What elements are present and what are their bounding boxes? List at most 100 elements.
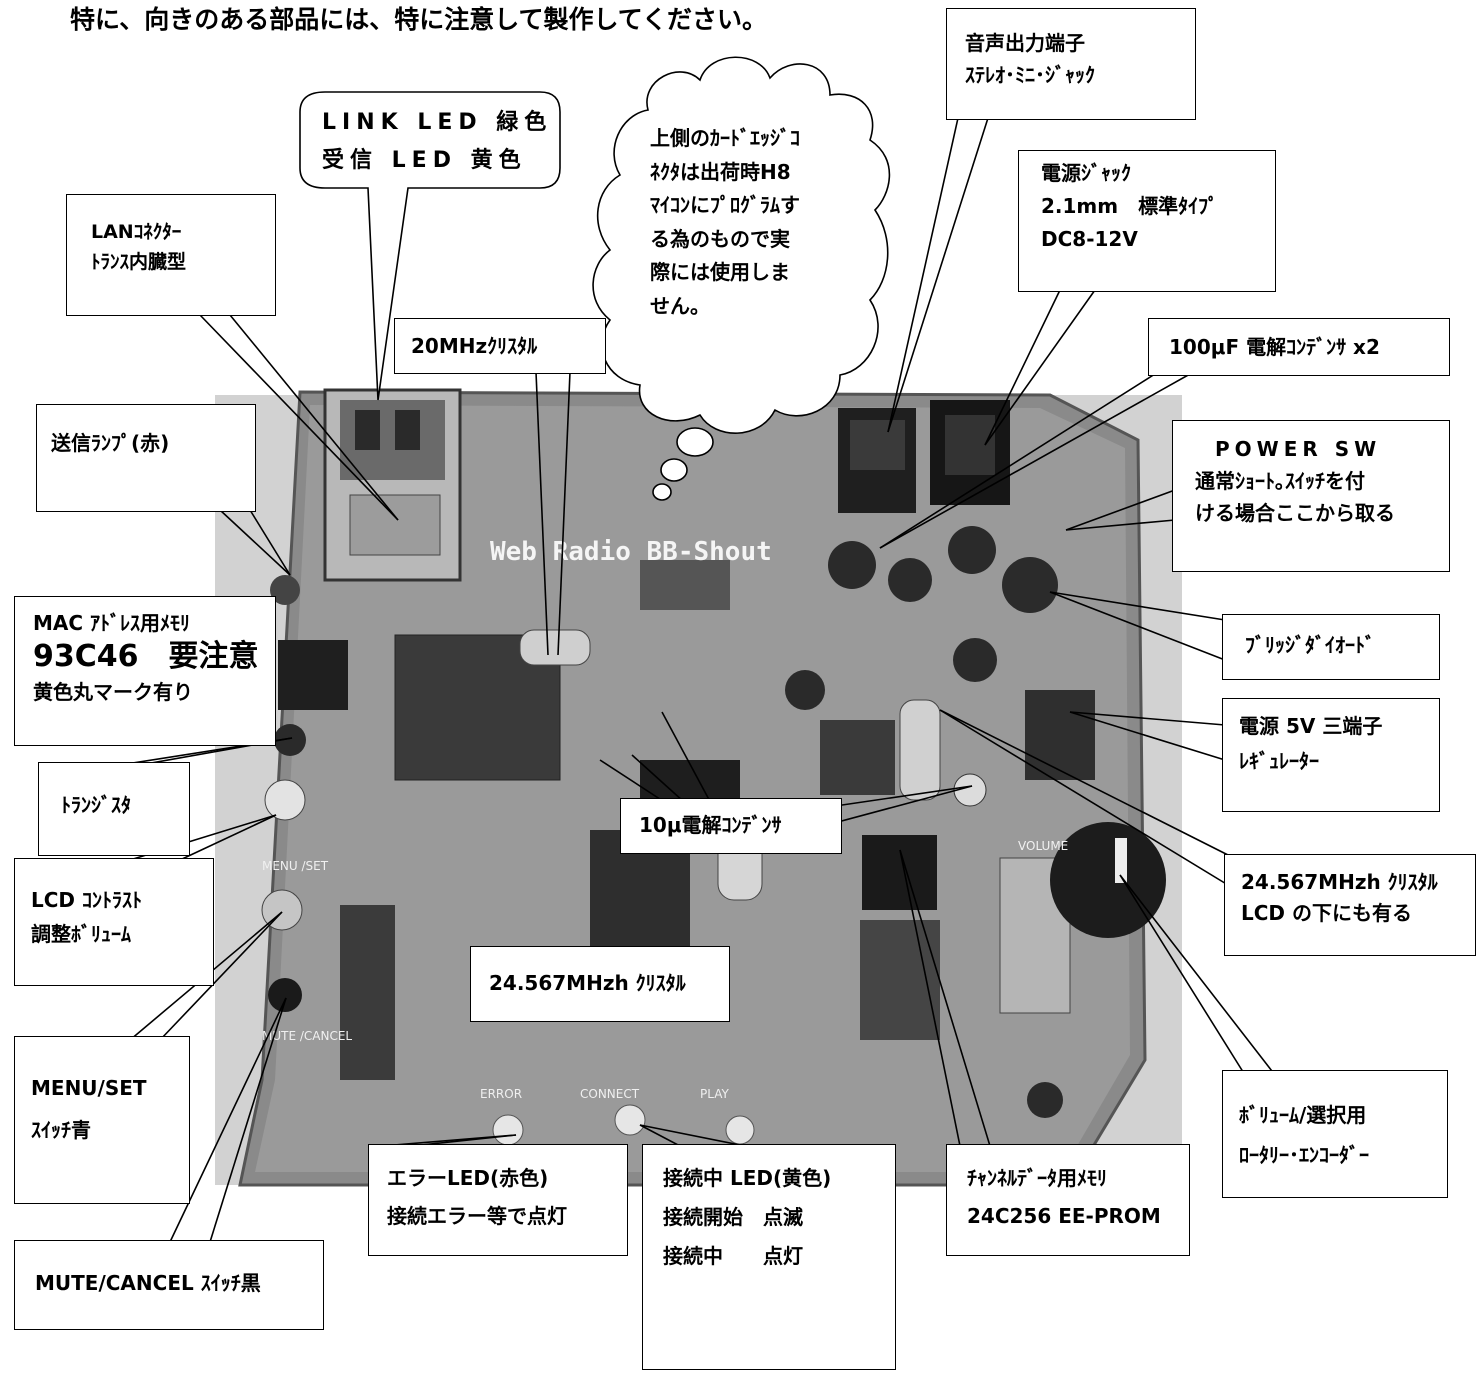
menu-set-callout: MENU/SET ｽｲｯﾁ青 <box>14 1036 190 1204</box>
rotary-encoder <box>999 822 1166 1014</box>
tx-lamp-line1: 送信ﾗﾝﾌﾟ(赤) <box>51 431 170 455</box>
dc-jack-line2: 2.1mm 標準ﾀｲﾌﾟ <box>1041 194 1219 218</box>
mac-line2: 93C46 要注意 <box>33 639 259 674</box>
silk-connect: CONNECT <box>580 1087 640 1101</box>
lan-line2: ﾄﾗﾝｽ内臓型 <box>91 251 187 274</box>
audio-out-line1: 音声出力端子 <box>965 31 1085 55</box>
tx-lamp <box>270 575 300 605</box>
eeprom-callout: ﾁｬﾝﾈﾙﾃﾞｰﾀ用ﾒﾓﾘ 24C256 EE-PROM <box>946 1144 1190 1256</box>
power-sw-line3: ける場合ここから取る <box>1195 501 1395 525</box>
volume-callout: ﾎﾞﾘｭｰﾑ/選択用 ﾛｰﾀﾘｰ･ｴﾝｺｰﾀﾞｰ <box>1222 1070 1448 1198</box>
silk-mute-cancel: MUTE /CANCEL <box>262 1029 352 1043</box>
regulator <box>1025 690 1095 780</box>
capacitor <box>828 541 876 589</box>
mute-cancel-switch <box>268 978 302 1012</box>
silk-error: ERROR <box>480 1087 522 1101</box>
lcd-connector <box>340 905 395 1080</box>
dsp-chip <box>820 720 895 795</box>
power-sw-callout: POWER SW 通常ｼｮｰﾄ｡ｽｲｯﾁを付 ける場合ここから取る <box>1172 420 1450 572</box>
power-sw-line2: 通常ｼｮｰﾄ｡ｽｲｯﾁを付 <box>1195 469 1365 493</box>
mac-line3: 黄色丸マーク有り <box>33 679 193 704</box>
capacitor-10u <box>953 773 987 807</box>
card-edge-line6: せん。 <box>650 293 710 318</box>
card-edge-line3: ﾏｲｺﾝにﾌﾟﾛｸﾞﾗﾑす <box>650 193 800 218</box>
link-led-line1: LINK LED 緑色 <box>322 110 553 135</box>
silk-volume: VOLUME <box>1018 839 1068 853</box>
transistor-callout: ﾄﾗﾝｼﾞｽﾀ <box>38 762 190 856</box>
board-title: Web Radio BB-Shout <box>490 537 772 567</box>
mute-line1: MUTE/CANCEL ｽｲｯﾁ黒 <box>35 1271 261 1295</box>
dc-jack <box>930 400 1010 505</box>
cloud-bubble-shape <box>592 56 891 434</box>
audio-ic <box>640 560 730 610</box>
silk-menu-set: MENU /SET <box>262 859 329 873</box>
lcd-contrast-line1: LCD ｺﾝﾄﾗｽﾄ <box>31 888 142 912</box>
cap10-line1: 10μ電解ｺﾝﾃﾞﾝｻ <box>639 813 782 837</box>
eeprom-line1: ﾁｬﾝﾈﾙﾃﾞｰﾀ用ﾒﾓﾘ <box>967 1166 1107 1190</box>
capacitor <box>888 558 932 602</box>
silk-play: PLAY <box>700 1087 729 1101</box>
mac-line1: MAC ｱﾄﾞﾚｽ用ﾒﾓﾘ <box>33 611 191 635</box>
cap100-line1: 100μF 電解ｺﾝﾃﾞﾝｻ x2 <box>1169 335 1380 359</box>
crystal-20mhz <box>519 629 591 666</box>
transistor-line1: ﾄﾗﾝｼﾞｽﾀ <box>61 793 131 817</box>
mac-callout: MAC ｱﾄﾞﾚｽ用ﾒﾓﾘ 93C46 要注意 黄色丸マーク有り <box>14 596 276 746</box>
bridge-line1: ﾌﾞﾘｯｼﾞﾀﾞｲｵｰﾄﾞ <box>1245 633 1375 657</box>
card-edge-line5: 際には使用しま <box>650 260 790 285</box>
lan-jack <box>323 388 462 582</box>
audio-out-line2: ｽﾃﾚｵ･ﾐﾆ･ｼﾞｬｯｸ <box>965 63 1095 87</box>
crystal20-callout: 20MHzｸﾘｽﾀﾙ <box>394 318 606 374</box>
connect-led-line3: 接続中 点灯 <box>663 1244 803 1268</box>
card-edge-line4: る為のもので実 <box>650 226 790 251</box>
volume-line1: ﾎﾞﾘｭｰﾑ/選択用 <box>1239 1103 1367 1127</box>
link-led-bubble-shape <box>299 91 561 401</box>
eeprom-chip <box>862 835 937 910</box>
lan-callout: LANｺﾈｸﾀｰ ﾄﾗﾝｽ内臓型 <box>66 194 276 316</box>
crystal24-line1: 24.567MHzh ｸﾘｽﾀﾙ <box>489 971 686 995</box>
transistor <box>274 724 306 756</box>
volume-line2: ﾛｰﾀﾘｰ･ｴﾝｺｰﾀﾞｰ <box>1239 1143 1369 1167</box>
cap100-callout: 100μF 電解ｺﾝﾃﾞﾝｻ x2 <box>1148 318 1450 376</box>
bridge-callout: ﾌﾞﾘｯｼﾞﾀﾞｲｵｰﾄﾞ <box>1222 614 1440 680</box>
instruction-heading: 特に、向きのある部品には、特に注意して製作してください。 <box>70 5 768 34</box>
capacitor <box>953 638 997 682</box>
lcd-contrast-callout: LCD ｺﾝﾄﾗｽﾄ 調整ﾎﾞﾘｭｰﾑ <box>14 858 214 986</box>
error-led-line2: 接続エラー等で点灯 <box>387 1204 567 1228</box>
regulator-line2: ﾚｷﾞｭﾚｰﾀｰ <box>1239 749 1319 773</box>
error-led-callout: エラーLED(赤色) 接続エラー等で点灯 <box>368 1144 628 1256</box>
error-led-line1: エラーLED(赤色) <box>387 1166 549 1190</box>
mac-eeprom <box>278 640 348 710</box>
crystal20-line1: 20MHzｸﾘｽﾀﾙ <box>411 334 538 358</box>
connect-led-line1: 接続中 LED(黄色) <box>663 1166 832 1190</box>
card-edge-line2: ﾈｸﾀは出荷時H8 <box>650 159 791 184</box>
dc-jack-line1: 電源ｼﾞｬｯｸ <box>1041 161 1131 185</box>
lcd-contrast-line2: 調整ﾎﾞﾘｭｰﾑ <box>31 922 131 946</box>
crystal-lcd-line2: LCD の下にも有る <box>1241 901 1412 925</box>
regulator-callout: 電源 5V 三端子 ﾚｷﾞｭﾚｰﾀｰ <box>1222 698 1440 812</box>
reset-switch <box>1027 1082 1063 1118</box>
contrast-pot <box>264 779 306 821</box>
audio-jack <box>838 408 916 513</box>
dc-jack-callout: 電源ｼﾞｬｯｸ 2.1mm 標準ﾀｲﾌﾟ DC8-12V <box>1018 150 1276 292</box>
link-led-callout: LINK LED 緑色 受信 LED 黄色 <box>322 104 552 180</box>
capacitor <box>948 526 996 574</box>
regulator-line1: 電源 5V 三端子 <box>1239 714 1383 738</box>
connect-led-line2: 接続開始 点滅 <box>663 1205 803 1229</box>
tx-lamp-callout: 送信ﾗﾝﾌﾟ(赤) <box>36 404 256 512</box>
eeprom-line2: 24C256 EE-PROM <box>967 1204 1161 1228</box>
capacitor <box>785 670 825 710</box>
bridge-diode <box>1002 557 1058 613</box>
link-led-line2: 受信 LED 黄色 <box>322 147 527 173</box>
menu-set-line1: MENU/SET <box>31 1076 147 1100</box>
cap10-callout: 10μ電解ｺﾝﾃﾞﾝｻ <box>620 798 842 854</box>
mute-callout: MUTE/CANCEL ｽｲｯﾁ黒 <box>14 1240 324 1330</box>
audio-out-callout: 音声出力端子 ｽﾃﾚｵ･ﾐﾆ･ｼﾞｬｯｸ <box>946 8 1196 120</box>
connect-led <box>614 1104 646 1136</box>
card-edge-line1: 上側のｶｰﾄﾞｴｯｼﾞｺ <box>650 126 800 150</box>
crystal24-callout: 24.567MHzh ｸﾘｽﾀﾙ <box>470 946 730 1022</box>
menu-set-line2: ｽｲｯﾁ青 <box>31 1118 91 1142</box>
lan-line1: LANｺﾈｸﾀｰ <box>91 221 182 243</box>
connect-led-callout: 接続中 LED(黄色) 接続開始 点滅 接続中 点灯 <box>642 1144 896 1370</box>
crystal-lcd-callout: 24.567MHzh ｸﾘｽﾀﾙ LCD の下にも有る <box>1224 854 1476 956</box>
power-sw-line1: POWER SW <box>1215 437 1382 461</box>
